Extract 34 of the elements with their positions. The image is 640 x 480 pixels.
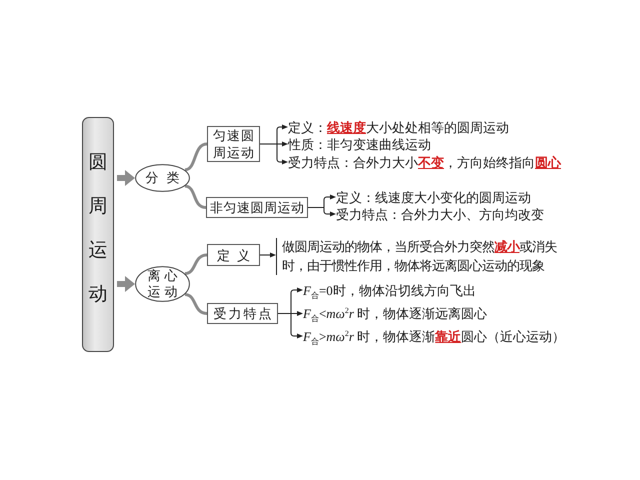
note-text: F$_{合}$=0时，物体沿切线方向飞出 bbox=[303, 282, 476, 298]
bracket-arrow bbox=[280, 124, 288, 130]
bracket-arrow bbox=[294, 288, 303, 292]
note-text: 性质：非匀变速曲线运动 bbox=[288, 136, 431, 152]
topic-box: 圆周运动 bbox=[82, 117, 114, 352]
note-text: 受力特点：合外力大小不变，方向始终指向圆心 bbox=[288, 154, 561, 170]
branch-curve bbox=[184, 254, 208, 276]
bracket-arrow bbox=[290, 311, 303, 316]
concept-box: 定义 bbox=[207, 244, 260, 266]
bracketed-text: 做圆周运动的物体，当所受合外力突然减小或消失时，由于惯性作用，物体将远离圆心运动的现象 bbox=[276, 238, 564, 275]
concept-box: 受力特点 bbox=[207, 303, 278, 324]
branch-curve bbox=[184, 184, 206, 209]
concept-ellipse: 分类 bbox=[135, 164, 190, 192]
concept-ellipse: 离心运动 bbox=[135, 266, 190, 302]
concept-box: 非匀速圆周运动 bbox=[206, 197, 308, 218]
bracket-line bbox=[260, 126, 280, 162]
arrow bbox=[260, 252, 276, 258]
bracket-line bbox=[308, 196, 328, 214]
bracket-arrow bbox=[294, 334, 303, 338]
branch-curve bbox=[184, 292, 208, 315]
note-text: 受力特点：合外力大小、方向均改变 bbox=[336, 206, 544, 222]
bracket-arrow bbox=[280, 160, 288, 164]
note-text: F$_{合}$>mω$^{2}$r 时，物体逐渐靠近圆心（近心运动） bbox=[303, 328, 566, 344]
note-text: 定义：线速度大小处处相等的圆周运动 bbox=[288, 118, 509, 136]
bracket-arrow bbox=[326, 194, 336, 200]
branch-curve bbox=[184, 142, 208, 172]
block-arrow bbox=[117, 170, 135, 186]
note-text: 定义：线速度大小变化的圆周运动 bbox=[336, 188, 531, 206]
concept-box: 匀速圆周运动 bbox=[207, 126, 260, 162]
note-text: F$_{合}$<mω$^{2}$r 时，物体逐渐远离圆心 bbox=[303, 305, 488, 322]
bracket-arrow bbox=[276, 142, 288, 146]
bracket-line bbox=[278, 290, 294, 336]
block-arrow bbox=[117, 276, 135, 292]
bracket-arrow bbox=[326, 212, 336, 216]
